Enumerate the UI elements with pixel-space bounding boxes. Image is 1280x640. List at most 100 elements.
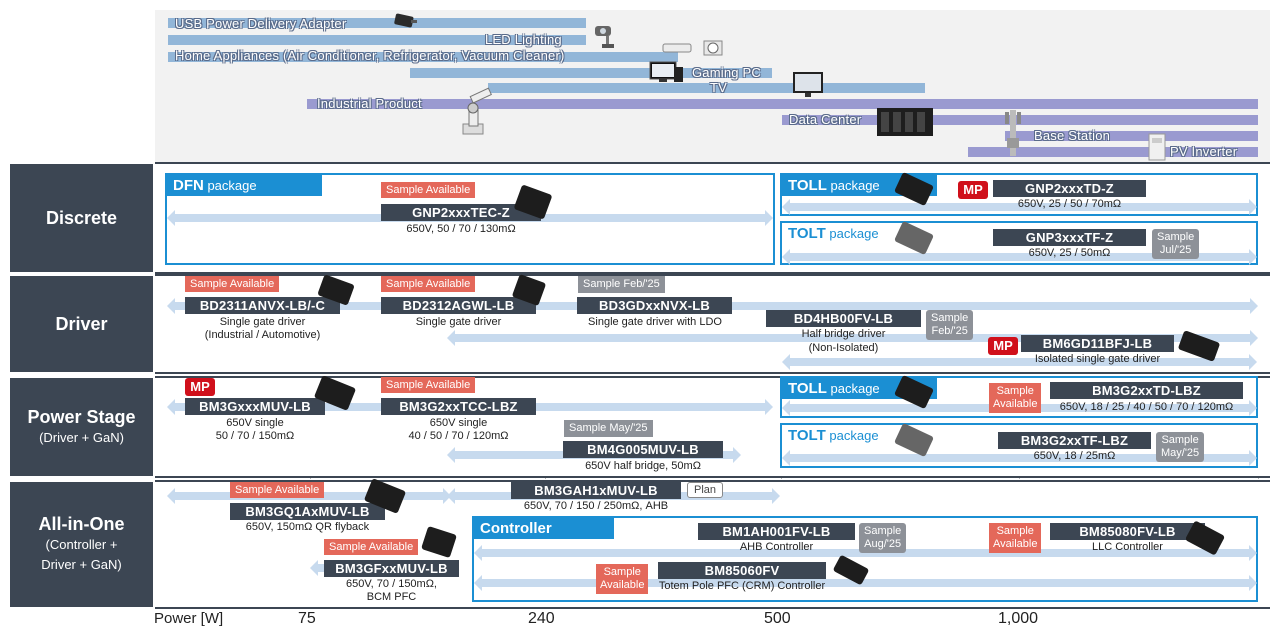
app-label-industrial: Industrial Product xyxy=(317,96,422,111)
applications-panel: USB Power Delivery Adapter LED Lighting … xyxy=(155,10,1270,162)
dfn-name: DFN xyxy=(173,177,204,194)
tolt-package-tag: TOLT package xyxy=(782,425,937,446)
spec-bm85080: LLC Controller xyxy=(1092,541,1163,553)
row-header-powerstage: Power Stage (Driver + GaN) xyxy=(10,378,153,476)
badge-word-sample: Sample xyxy=(1161,434,1199,446)
spec-bm3gf-line2: BCM PFC xyxy=(366,591,417,603)
spec-bm3g2td: 650V, 18 / 25 / 40 / 50 / 70 / 120mΩ xyxy=(1059,401,1234,413)
led-light-icon xyxy=(595,26,614,48)
row-title-discrete: Discrete xyxy=(45,207,118,228)
spec-bm3g2tf: 650V, 18 / 25mΩ xyxy=(1033,450,1116,462)
sample-available-badge: Sample Available xyxy=(230,482,325,498)
part-number-bm3gah1: BM3GAH1xMUV-LB xyxy=(511,482,681,499)
gaming-pc-icon xyxy=(649,61,683,82)
app-label-led: LED Lighting xyxy=(485,32,562,47)
range-arrow-bd4hb xyxy=(447,330,1258,346)
axis-tick-500: 500 xyxy=(764,610,791,627)
sample-available-badge: Sample Available xyxy=(381,276,476,292)
spec-bm3gf-line1: 650V, 70 / 150mΩ, xyxy=(346,578,437,590)
spec-bm3gah1: 650V, 70 / 150 / 250mΩ, AHB xyxy=(523,500,669,512)
dfn-suffix: package xyxy=(203,178,257,193)
spec-gnp2td: 650V, 25 / 50 / 70mΩ xyxy=(1017,198,1122,210)
badge-word-available: Available xyxy=(993,538,1038,550)
part-number-bm3gxxxmuv: BM3GxxxMUV-LB xyxy=(185,398,325,415)
spec-bd3gd: Single gate driver with LDO xyxy=(588,316,722,328)
app-label-basestation: Base Station xyxy=(1034,128,1111,143)
part-number-bd2311: BD2311ANVX-LB/-C xyxy=(185,297,340,314)
spec-bd2311-line1: Single gate driver xyxy=(219,316,306,328)
toll-suffix: package xyxy=(826,178,880,193)
tolt-package-box-powerstage: TOLT package xyxy=(780,423,1258,468)
plan-badge: Plan xyxy=(687,482,724,498)
part-number-bd2312: BD2312AGWL-LB xyxy=(381,297,536,314)
spec-gnp3tf: 650V, 25 / 50mΩ xyxy=(1028,247,1111,259)
spec-bm3gxxxmuv-line1: 650V single xyxy=(226,417,284,429)
part-number-bm1ah001: BM1AH001FV-LB xyxy=(698,523,855,540)
tv-icon xyxy=(793,72,823,97)
toll-name: TOLL xyxy=(788,380,827,397)
part-number-bm3g2td: BM3G2xxTD-LBZ xyxy=(1050,382,1243,399)
tolt-name: TOLT xyxy=(788,225,826,242)
pv-inverter-icon xyxy=(1148,133,1166,161)
axis-tick-240: 240 xyxy=(528,610,555,627)
row-header-discrete: Discrete xyxy=(10,164,153,272)
sample-available-badge: Sample Available xyxy=(324,539,419,555)
toll-suffix: package xyxy=(826,381,880,396)
spec-bm3g2tcc-line1: 650V single xyxy=(429,417,488,429)
spec-bm3gxxxmuv-line2: 50 / 70 / 150mΩ xyxy=(215,430,295,442)
part-number-bm3g2tf: BM3G2xxTF-LBZ xyxy=(998,432,1151,449)
app-label-pv: PV Inverter xyxy=(1170,144,1238,159)
tolt-package-box-discrete: TOLT package xyxy=(780,221,1258,265)
spec-bm3gq1: 650V, 150mΩ QR flyback xyxy=(245,521,370,533)
tolt-suffix: package xyxy=(825,226,879,241)
app-bar-home xyxy=(168,52,678,62)
sample-feb25-badge: Sample Feb/'25 xyxy=(578,276,665,293)
badge-date-jul25: Jul/'25 xyxy=(1159,244,1192,256)
spec-bd4hb-line2: (Non-Isolated) xyxy=(808,342,879,354)
spec-bm4g005: 650V half bridge, 50mΩ xyxy=(585,460,701,472)
spec-bm3g2tcc-line2: 40 / 50 / 70 / 120mΩ xyxy=(408,430,509,442)
axis-tick-75: 75 xyxy=(298,610,316,627)
range-arrow-bm85060 xyxy=(474,575,1257,591)
range-arrow-bm1ah001 xyxy=(474,545,1257,561)
row-sub-allinone-line2: Driver + GaN) xyxy=(41,557,122,572)
dfn-package-tag: DFN package xyxy=(167,175,322,196)
row-header-allinone: All-in-One (Controller + Driver + GaN) xyxy=(10,482,153,607)
part-number-bd4hb: BD4HB00FV-LB xyxy=(766,310,921,327)
badge-date-feb25: Feb/'25 xyxy=(931,325,968,337)
app-bar-industrial xyxy=(307,99,1258,109)
badge-date-aug25: Aug/'25 xyxy=(864,538,902,550)
badge-word-available: Available xyxy=(600,579,645,591)
badge-word-sample: Sample xyxy=(996,385,1034,397)
air-conditioner-icon xyxy=(662,43,692,53)
range-arrow-gnp2td xyxy=(782,199,1257,215)
spec-bd4hb-line1: Half bridge driver xyxy=(801,328,886,340)
part-number-bm4g005: BM4G005MUV-LB xyxy=(563,441,723,458)
app-bar-led xyxy=(168,35,586,45)
badge-word-available: Available xyxy=(993,398,1038,410)
mp-badge: MP xyxy=(958,181,988,199)
spec-bm85060: Totem Pole PFC (CRM) Controller xyxy=(658,580,826,592)
row-sub-powerstage: (Driver + GaN) xyxy=(39,429,124,445)
spec-bm6gd: Isolated single gate driver xyxy=(1034,353,1161,365)
part-number-gnp3tf: GNP3xxxTF-Z xyxy=(993,229,1146,246)
row-title-powerstage: Power Stage xyxy=(27,406,136,427)
badge-word-sample: Sample xyxy=(864,525,902,537)
app-bar-tv xyxy=(488,83,925,93)
part-number-bm3g2tcc: BM3G2xxTCC-LBZ xyxy=(381,398,536,415)
range-arrow-bm3g2tf xyxy=(782,450,1257,466)
badge-word-sample: Sample xyxy=(931,312,969,324)
part-number-bm85080: BM85080FV-LB xyxy=(1050,523,1205,540)
range-arrow-gnp3tf xyxy=(782,249,1257,265)
data-center-server-icon xyxy=(877,108,933,136)
app-bar-basestation xyxy=(1005,131,1258,141)
app-label-usb: USB Power Delivery Adapter xyxy=(175,16,347,31)
toll-name: TOLL xyxy=(788,177,827,194)
app-label-datacenter: Data Center xyxy=(789,112,862,127)
